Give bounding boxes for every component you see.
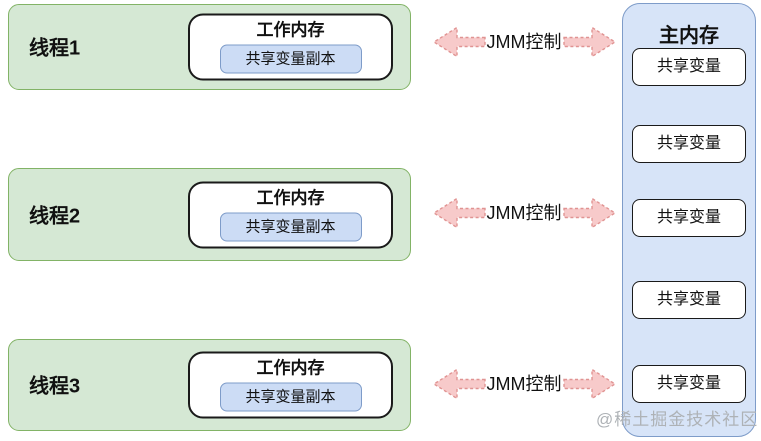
working-memory-title: 工作内存: [256, 188, 325, 207]
right-block-arrow-icon: [562, 197, 616, 229]
thread-2-block: 线程2 工作内存 共享变量副本: [8, 168, 411, 261]
thread-3-block: 线程3 工作内存 共享变量副本: [8, 339, 411, 431]
left-block-arrow-icon: [432, 197, 486, 229]
left-block-arrow-icon: [432, 26, 486, 58]
thread-3-label: 线程3: [29, 375, 81, 398]
jmm-arrow-row-3: JMM控制: [430, 364, 618, 404]
shared-variable-box: 共享变量: [632, 48, 746, 86]
working-memory-title: 工作内存: [256, 358, 325, 378]
shared-variable-copy-box: 共享变量副本: [219, 44, 362, 74]
shared-variable-copy-box: 共享变量副本: [219, 382, 362, 412]
watermark: @稀土掘金技术社区: [596, 410, 759, 429]
working-memory-title: 工作内存: [256, 20, 325, 40]
main-memory-title: 主内存: [659, 25, 719, 47]
thread-1-label: 线程1: [29, 37, 81, 60]
jmm-arrow-row-2: JMM控制: [430, 193, 618, 233]
shared-variable-box: 共享变量: [632, 281, 746, 319]
jmm-control-label: JMM控制: [486, 32, 562, 52]
shared-variable-box: 共享变量: [632, 125, 746, 163]
shared-variable-copy-box: 共享变量副本: [219, 212, 362, 241]
shared-variable-box: 共享变量: [632, 199, 746, 237]
thread-2-working-memory-box: 工作内存 共享变量副本: [188, 181, 393, 248]
thread-3-working-memory-box: 工作内存 共享变量副本: [188, 351, 393, 419]
shared-variable-box: 共享变量: [632, 365, 746, 403]
thread-1-working-memory-box: 工作内存 共享变量副本: [188, 13, 393, 81]
right-block-arrow-icon: [562, 368, 616, 400]
right-block-arrow-icon: [562, 26, 616, 58]
main-memory-panel: 主内存 共享变量 共享变量 共享变量 共享变量 共享变量: [622, 3, 756, 437]
thread-1-block: 线程1 工作内存 共享变量副本: [8, 4, 411, 90]
jmm-control-label: JMM控制: [486, 203, 562, 223]
jmm-control-label: JMM控制: [486, 374, 562, 394]
left-block-arrow-icon: [432, 368, 486, 400]
thread-2-label: 线程2: [29, 204, 81, 227]
jmm-arrow-row-1: JMM控制: [430, 22, 618, 62]
